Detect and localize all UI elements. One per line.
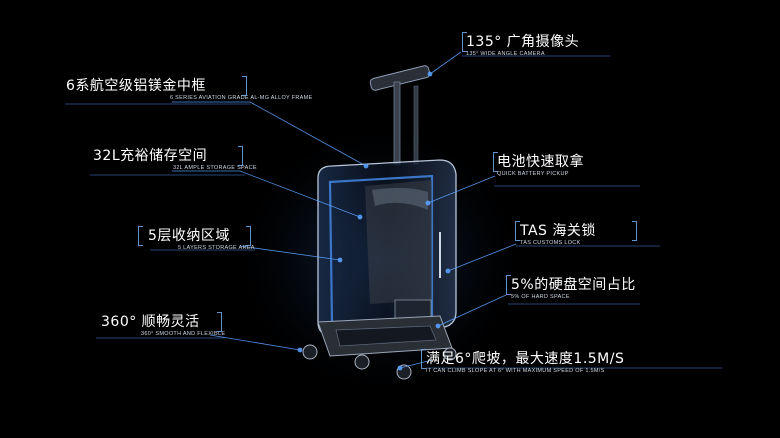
wheel-base: [302, 315, 457, 380]
feature-storage-title: 32L充裕储存空间: [93, 148, 208, 164]
feature-frame-subtitle: 6 SERIES AVIATION GRADE AL-MG ALLOY FRAM…: [170, 95, 313, 101]
feature-frame: 6系航空级铝镁金中框 6 SERIES AVIATION GRADE AL-MG…: [66, 78, 313, 102]
feature-camera-title: 135° 广角摄像头: [466, 34, 580, 50]
feature-wheels: 360° 顺畅灵活 360° SMOOTH AND FLEXIBLE: [101, 314, 225, 338]
feature-harddisk: 5%的硬盘空间占比 5% OF HARD SPACE: [511, 277, 636, 301]
feature-layers-title: 5层收纳区域: [148, 228, 230, 244]
suitcase-shell: [317, 159, 457, 337]
feature-harddisk-subtitle: 5% OF HARD SPACE: [511, 294, 570, 300]
leader-lines: [172, 51, 517, 371]
feature-battery-title: 电池快速取拿: [497, 154, 584, 170]
feature-tas: TAS 海关锁 TAS CUSTOMS LOCK: [520, 223, 596, 247]
feature-camera: 135° 广角摄像头 135° WIDE ANGLE CAMERA: [466, 34, 579, 58]
feature-storage: 32L充裕储存空间 32L AMPLE STORAGE SPACE: [93, 148, 257, 172]
feature-climb-subtitle: IT CAN CLIMB SLOPE AT 6° WITH MAXIMUM SP…: [426, 368, 605, 374]
feature-camera-subtitle: 135° WIDE ANGLE CAMERA: [466, 51, 545, 57]
feature-tas-title: TAS 海关锁: [520, 223, 596, 239]
feature-tas-subtitle: TAS CUSTOMS LOCK: [520, 240, 581, 246]
feature-climb-title: 满足6°爬坡，最大速度1.5M/S: [426, 351, 625, 367]
feature-battery: 电池快速取拿 QUICK BATTERY PICKUP: [497, 154, 584, 178]
feature-layers-subtitle: 5 LAYERS STORAGE AREA: [178, 245, 255, 251]
feature-layers: 5层收纳区域 5 LAYERS STORAGE AREA: [148, 228, 255, 252]
feature-wheels-title: 360° 顺畅灵活: [101, 314, 200, 330]
feature-storage-subtitle: 32L AMPLE STORAGE SPACE: [173, 165, 257, 171]
feature-battery-subtitle: QUICK BATTERY PICKUP: [497, 171, 569, 177]
feature-harddisk-title: 5%的硬盘空间占比: [511, 277, 636, 293]
feature-frame-title: 6系航空级铝镁金中框: [66, 78, 206, 94]
feature-climb: 满足6°爬坡，最大速度1.5M/S IT CAN CLIMB SLOPE AT …: [426, 351, 624, 375]
feature-wheels-subtitle: 360° SMOOTH AND FLEXIBLE: [141, 331, 226, 337]
